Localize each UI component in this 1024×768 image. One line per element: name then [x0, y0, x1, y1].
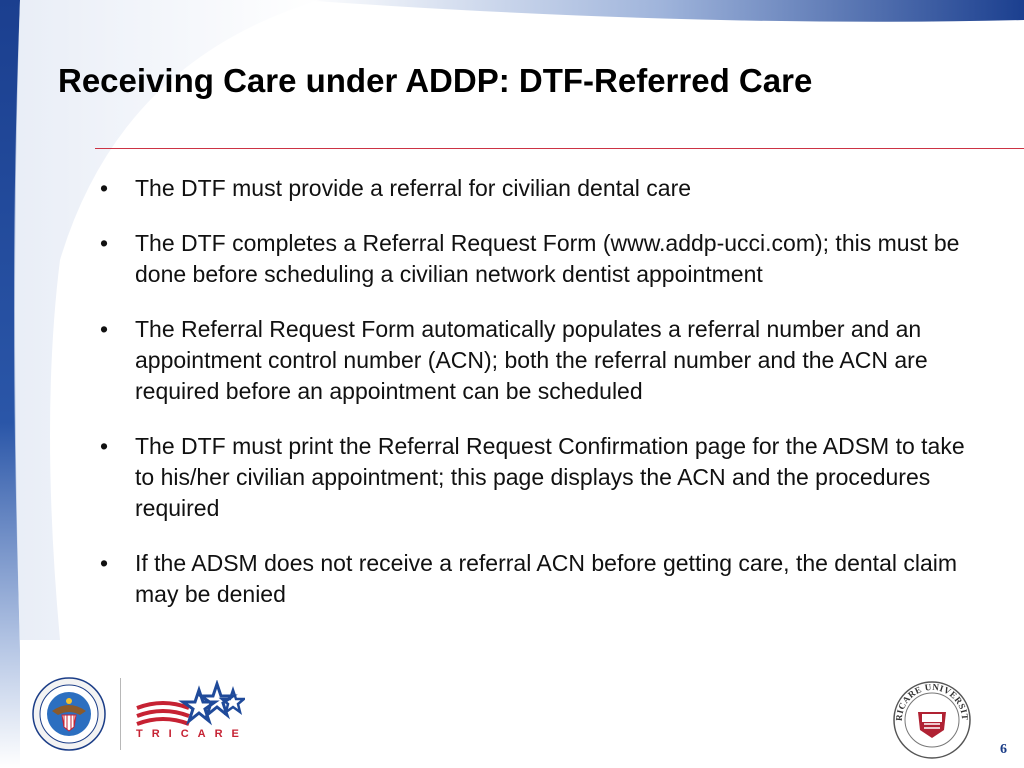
- bullet-item: • If the ADSM does not receive a referra…: [98, 548, 990, 610]
- bullet-text: The DTF must provide a referral for civi…: [135, 175, 692, 201]
- background-swoosh: [14, 0, 320, 640]
- page-number: 6: [1000, 742, 1007, 757]
- title-divider: [95, 148, 1024, 149]
- dod-seal-icon: [32, 677, 106, 751]
- logo-divider: [120, 678, 121, 750]
- bullet-item: • The Referral Request Form automaticall…: [98, 314, 990, 407]
- top-banner: [300, 0, 1024, 22]
- bullet-text: The DTF completes a Referral Request For…: [135, 230, 960, 287]
- bullet-marker: •: [100, 316, 109, 342]
- bullet-marker: •: [100, 175, 109, 201]
- bullet-text: The Referral Request Form automatically …: [135, 316, 928, 404]
- bullet-item: • The DTF must print the Referral Reques…: [98, 431, 990, 524]
- slide-title: Receiving Care under ADDP: DTF-Referred …: [58, 62, 813, 99]
- tricare-wordmark: TRICARE: [136, 728, 248, 740]
- bullet-text: The DTF must print the Referral Request …: [135, 433, 965, 521]
- bullet-item: • The DTF completes a Referral Request F…: [98, 228, 990, 290]
- bullet-marker: •: [100, 230, 109, 256]
- bullet-text: If the ADSM does not receive a referral …: [135, 550, 958, 607]
- bullet-item: • The DTF must provide a referral for ci…: [98, 173, 990, 204]
- bullet-marker: •: [100, 433, 109, 459]
- tricare-logo-icon: [136, 680, 245, 726]
- bullet-list: • The DTF must provide a referral for ci…: [98, 173, 990, 634]
- tricare-university-seal-icon: TRICARE UNIVERSITY: [888, 680, 971, 759]
- bullet-marker: •: [100, 550, 109, 576]
